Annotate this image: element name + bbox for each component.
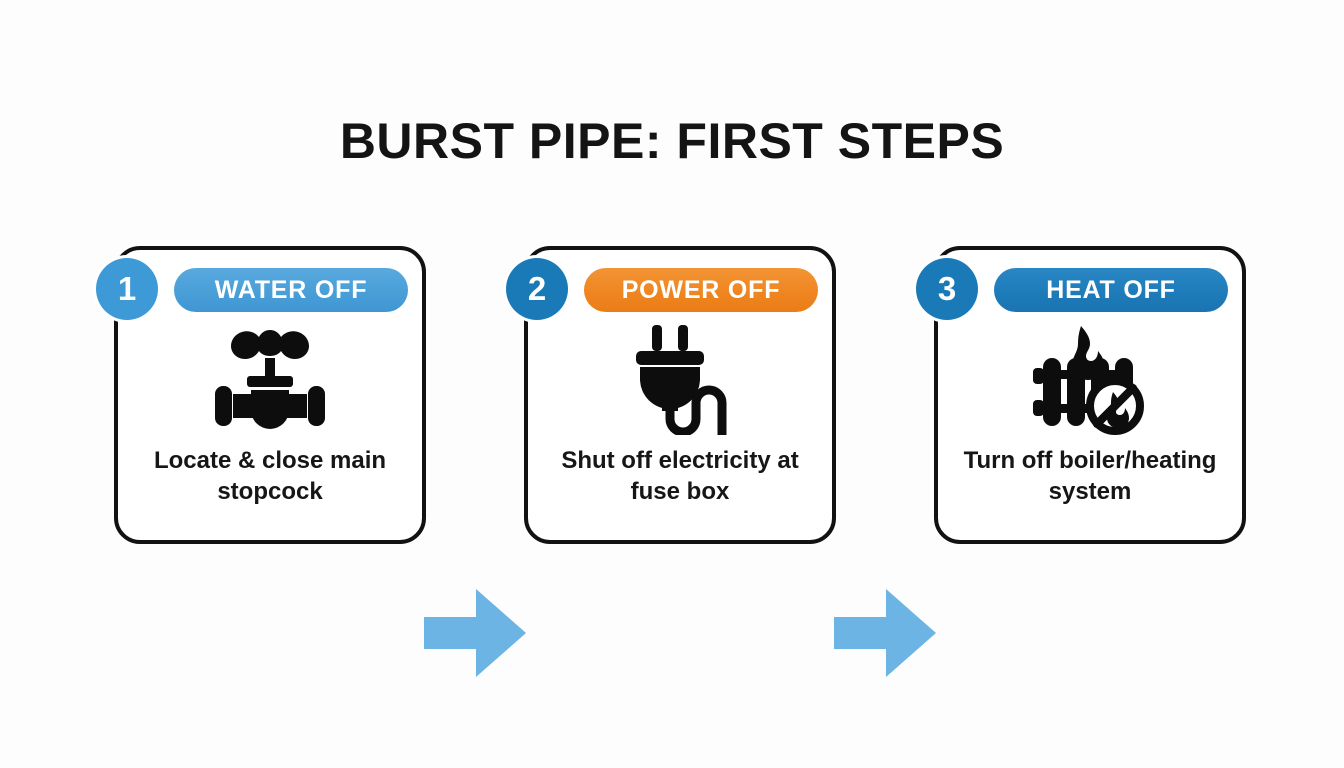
step-number-badge-3: 3 (916, 258, 978, 320)
step-card-water-off[interactable]: 1 WATER OFF (96, 246, 426, 544)
step-caption-heat-off: Turn off boiler/heating system (963, 447, 1217, 505)
page-title: BURST PIPE: FIRST STEPS (339, 113, 1005, 169)
step-banner-power-off: POWER OFF (584, 268, 818, 312)
electric-plug-icon (528, 324, 832, 436)
step-caption-water-off: Locate & close main stopcock (153, 447, 387, 505)
step-number-badge-2: 2 (506, 258, 568, 320)
steps-row: 1 WATER OFF (0, 238, 1344, 677)
step-banner-water-off: WATER OFF (174, 268, 408, 312)
arrow-step1-to-step2 (424, 583, 528, 683)
step-caption-power-off: Shut off electricity at fuse box (561, 447, 799, 505)
stopcock-valve-icon (118, 324, 422, 436)
step-number-badge-1: 1 (96, 258, 158, 320)
step-card-heat-off[interactable]: 3 HEAT OFF (916, 246, 1246, 544)
step-card-power-off[interactable]: 2 POWER OFF (506, 246, 836, 544)
step-banner-heat-off: HEAT OFF (994, 268, 1228, 312)
radiator-no-heat-icon (938, 324, 1242, 436)
arrow-step2-to-step3 (834, 583, 938, 683)
